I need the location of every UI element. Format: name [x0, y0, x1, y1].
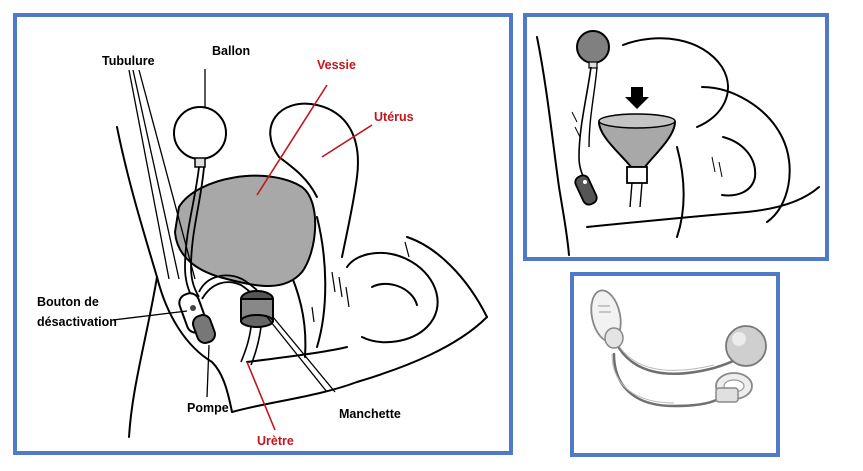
device-cuff [715, 372, 753, 403]
small-pump [574, 174, 598, 206]
label-ballon: Ballon [212, 44, 250, 58]
label-uterus: Utérus [374, 110, 414, 124]
label-vessie: Vessie [317, 58, 356, 72]
small-pump-button [583, 180, 587, 184]
device-drawing [590, 289, 767, 408]
activation-drawing [536, 30, 820, 256]
device-balloon-highlight [732, 332, 746, 346]
balloon-neck [194, 157, 206, 168]
device-panel [570, 272, 780, 457]
bladder [173, 174, 317, 287]
small-urethra [629, 182, 643, 208]
urethra [240, 326, 262, 366]
label-manchette: Manchette [339, 407, 401, 421]
small-body-outline [536, 36, 820, 256]
tissue-hatching [311, 241, 410, 323]
deactivation-button [190, 305, 196, 311]
small-balloon-neck [588, 61, 598, 69]
cuff [240, 290, 274, 328]
bladder-surface [598, 113, 676, 129]
small-balloon [576, 30, 610, 64]
device-tubing [612, 346, 741, 408]
small-tubing [578, 66, 592, 180]
main-anatomy-panel: Ballon Tubulure Vessie Utérus Bouton de … [13, 13, 513, 455]
label-bouton-line1: Bouton de [37, 295, 99, 309]
label-uretre: Urètre [257, 434, 294, 448]
label-pompe: Pompe [187, 401, 229, 415]
activation-diagram-panel [523, 13, 829, 261]
leader-lines-red [246, 84, 373, 431]
label-tubulure: Tubulure [102, 54, 155, 68]
balloon [173, 106, 227, 160]
leader-lines-black [112, 69, 336, 398]
device-pump [590, 289, 624, 349]
device-balloon [725, 325, 767, 367]
small-tubing-2 [588, 66, 598, 148]
main-anatomy-drawing: Ballon Tubulure Vessie Utérus Bouton de … [37, 44, 488, 448]
arrow-down-icon [625, 87, 649, 109]
small-cuff [626, 166, 648, 184]
pump [178, 292, 216, 344]
device-tubing-highlight [611, 345, 715, 404]
label-bouton-line2: désactivation [37, 315, 117, 329]
small-hatching [571, 111, 723, 178]
body-outline [116, 102, 488, 438]
